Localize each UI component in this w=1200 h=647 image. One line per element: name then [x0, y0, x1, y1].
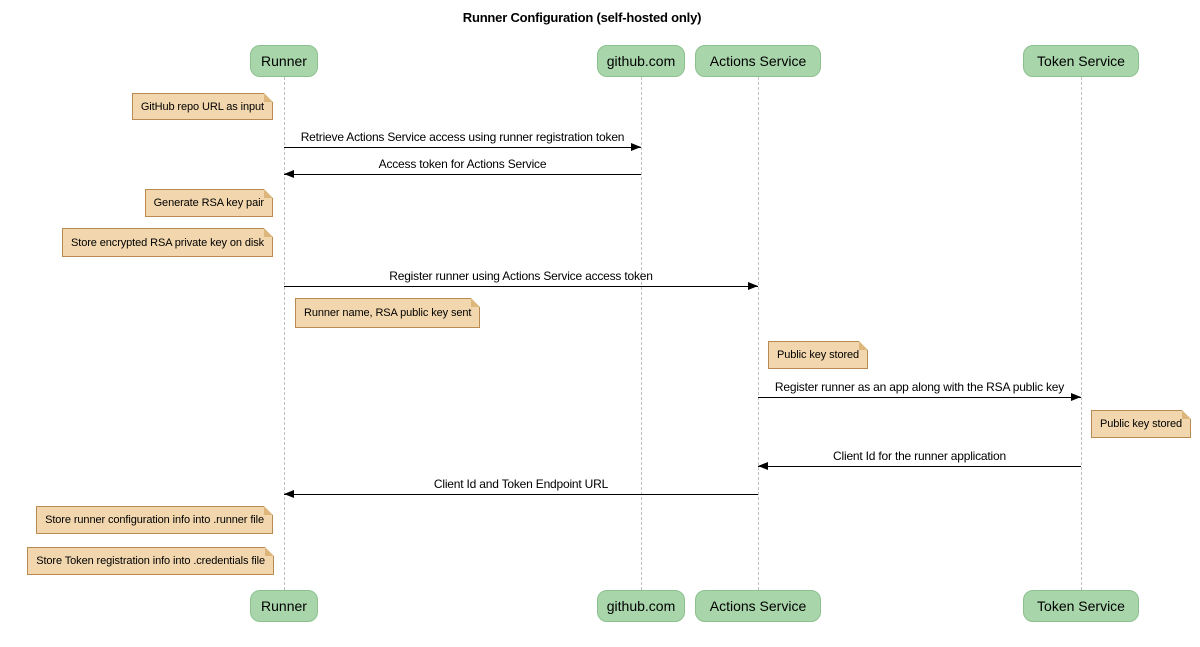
note-label: Public key stored: [777, 349, 860, 361]
actor-runner-bottom: Runner: [250, 590, 318, 622]
lifeline-actions: [758, 77, 759, 590]
message-label-3: Register runner as an app along with the…: [774, 380, 1065, 394]
note-7: Store Token registration info into .cred…: [27, 547, 274, 575]
message-line-5: [284, 494, 758, 495]
message-line-3: [758, 397, 1081, 398]
message-line-2: [284, 286, 758, 287]
note-4: Public key stored: [768, 341, 869, 369]
message-arrowhead-0: [631, 143, 641, 151]
lifeline-token: [1081, 77, 1082, 590]
note-1: Generate RSA key pair: [144, 189, 274, 217]
message-label-2: Register runner using Actions Service ac…: [389, 269, 653, 283]
message-arrowhead-1: [284, 170, 294, 178]
message-arrowhead-5: [284, 490, 294, 498]
message-line-0: [284, 147, 641, 148]
lifeline-runner: [284, 77, 285, 590]
note-label: Store Token registration info into .cred…: [36, 555, 265, 567]
note-5: Public key stored: [1091, 410, 1192, 438]
note-6: Store runner configuration info into .ru…: [36, 506, 273, 534]
actor-actions-top: Actions Service: [695, 45, 821, 77]
message-label-1: Access token for Actions Service: [378, 157, 547, 171]
message-label-4: Client Id for the runner application: [833, 449, 1006, 463]
actor-token-bottom: Token Service: [1023, 590, 1139, 622]
note-label: Store runner configuration info into .ru…: [45, 514, 264, 526]
actor-github-bottom: github.com: [597, 590, 685, 622]
note-label: Runner name, RSA public key sent: [304, 307, 472, 319]
note-3: Runner name, RSA public key sent: [295, 298, 481, 328]
message-label-5: Client Id and Token Endpoint URL: [433, 477, 609, 491]
note-label: Store encrypted RSA private key on disk: [71, 236, 264, 249]
note-label: Public key stored: [1100, 418, 1183, 430]
message-label-0: Retrieve Actions Service access using ru…: [300, 130, 625, 144]
note-2: Store encrypted RSA private key on disk: [62, 228, 273, 257]
message-arrowhead-3: [1071, 393, 1081, 401]
actor-runner-top: Runner: [250, 45, 318, 77]
note-0: GitHub repo URL as input: [131, 93, 274, 120]
message-arrowhead-4: [758, 462, 768, 470]
lifeline-github: [641, 77, 642, 590]
actor-token-top: Token Service: [1023, 45, 1139, 77]
message-line-4: [758, 466, 1081, 467]
actor-github-top: github.com: [597, 45, 685, 77]
note-label: Generate RSA key pair: [153, 197, 265, 209]
actor-actions-bottom: Actions Service: [695, 590, 821, 622]
note-label: GitHub repo URL as input: [140, 100, 264, 113]
message-arrowhead-2: [748, 282, 758, 290]
message-line-1: [284, 174, 641, 175]
diagram-title: Runner Configuration (self-hosted only): [462, 10, 702, 25]
